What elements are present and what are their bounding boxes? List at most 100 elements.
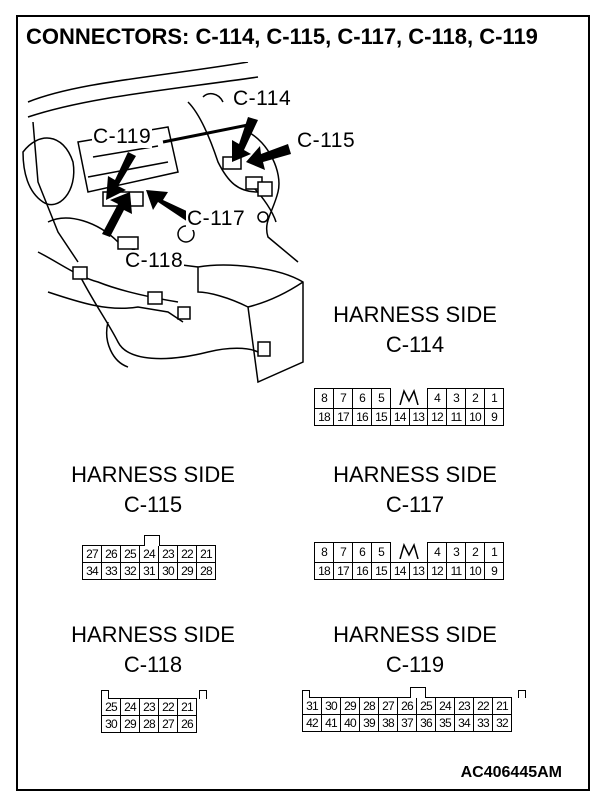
c119-top-row: 31 30 29 28 27 26 25 24 23 22 21 [302, 697, 512, 715]
c115-pin: 26 [101, 545, 121, 563]
c117-bottom-row: 18 17 16 15 14 13 12 11 10 9 [314, 561, 504, 580]
c114-pin: 4 [427, 388, 447, 409]
c117-pin: 12 [427, 561, 447, 580]
c119-pin: 30 [321, 697, 341, 715]
c117-pin: 6 [352, 542, 372, 563]
c118-pin: 28 [139, 715, 159, 733]
c114-top-row: 8 7 6 5 4 3 2 1 [314, 388, 504, 409]
c117-pin: 5 [371, 542, 391, 563]
c114-pin: 18 [314, 407, 334, 426]
c115-pin: 29 [177, 562, 197, 580]
c117-pin: 15 [371, 561, 391, 580]
c118-lock-tab [101, 690, 109, 699]
callout-c115: C-115 [296, 129, 357, 152]
c119-pin: 39 [359, 714, 379, 732]
c118-lock-tab-right [199, 690, 207, 699]
c117-top-row: 8 7 6 5 4 3 2 1 [314, 542, 504, 563]
callout-c119: C-119 [92, 125, 153, 148]
c119-lock-tab [410, 687, 426, 698]
diagram-frame [16, 15, 590, 791]
c119-pin: 24 [435, 697, 455, 715]
c115-pin: 22 [177, 545, 197, 563]
c119-pin: 27 [378, 697, 398, 715]
callout-c114: C-114 [232, 87, 293, 110]
c114-pin: 5 [371, 388, 391, 409]
c115-heading: HARNESS SIDE [71, 462, 235, 487]
c119-bottom-row: 42 41 40 39 38 37 36 35 34 33 32 [302, 714, 512, 732]
c118-pin: 26 [177, 715, 197, 733]
c114-pin: 10 [465, 407, 485, 426]
c115-pin: 32 [120, 562, 140, 580]
c119-connector-face: 31 30 29 28 27 26 25 24 23 22 21 42 41 4… [302, 687, 526, 732]
c115-connector-face: 27 26 25 24 23 22 21 34 33 32 31 30 29 2… [82, 535, 216, 580]
c119-pin: 21 [492, 697, 512, 715]
c117-pin: 3 [446, 542, 466, 563]
c115-pin: 23 [158, 545, 178, 563]
c115-name: C-115 [123, 492, 183, 517]
c117-pin: 8 [314, 542, 334, 563]
c114-pin: 15 [371, 407, 391, 426]
c117-connector-face: 8 7 6 5 4 3 2 1 18 17 16 15 14 13 12 11 … [314, 542, 504, 580]
c115-pin: 28 [196, 562, 216, 580]
c117-pin: 9 [484, 561, 504, 580]
c114-pin: 17 [333, 407, 353, 426]
c119-pin: 41 [321, 714, 341, 732]
c119-pin: 37 [397, 714, 417, 732]
c114-bottom-row: 18 17 16 15 14 13 12 11 10 9 [314, 407, 504, 426]
c119-pin: 31 [302, 697, 322, 715]
c114-pin: 12 [427, 407, 447, 426]
c114-name: C-114 [385, 332, 445, 357]
c119-pin: 34 [454, 714, 474, 732]
c115-pin: 25 [120, 545, 140, 563]
c118-name: C-118 [123, 652, 183, 677]
c114-pin: 7 [333, 388, 353, 409]
c115-bottom-row: 34 33 32 31 30 29 28 [82, 562, 216, 580]
callout-c118: C-118 [124, 249, 185, 272]
c117-pin: 17 [333, 561, 353, 580]
c119-heading: HARNESS SIDE [333, 622, 497, 647]
c117-pin: 13 [408, 561, 428, 580]
c115-pin: 21 [196, 545, 216, 563]
c114-pin: 16 [352, 407, 372, 426]
c118-pin: 29 [120, 715, 140, 733]
c114-key-notch [391, 388, 428, 409]
c118-pin: 23 [139, 698, 159, 716]
c115-lock-tab [144, 535, 160, 546]
c117-pin: 11 [446, 561, 466, 580]
c119-end-tab-left [302, 690, 310, 698]
c114-pin: 6 [352, 388, 372, 409]
dashboard-harness-illustration [22, 62, 304, 384]
c117-heading: HARNESS SIDE [333, 462, 497, 487]
callout-c117: C-117 [186, 207, 247, 230]
c114-pin: 3 [446, 388, 466, 409]
c119-end-tab-right [518, 690, 526, 698]
c114-pin: 1 [484, 388, 504, 409]
figure-code: AC406445AM [460, 764, 562, 781]
c117-pin: 14 [390, 561, 410, 580]
c119-pin: 26 [397, 697, 417, 715]
c119-pin: 33 [473, 714, 493, 732]
c115-pin: 30 [158, 562, 178, 580]
c119-pin: 28 [359, 697, 379, 715]
c115-pin: 34 [82, 562, 102, 580]
c118-pin: 21 [177, 698, 197, 716]
c114-pin: 14 [390, 407, 410, 426]
c118-heading: HARNESS SIDE [71, 622, 235, 647]
c114-heading: HARNESS SIDE [333, 302, 497, 327]
c119-pin: 25 [416, 697, 436, 715]
c118-pin: 22 [158, 698, 178, 716]
c117-pin: 18 [314, 561, 334, 580]
c115-pin: 24 [139, 545, 159, 563]
c117-pin: 16 [352, 561, 372, 580]
c115-pin: 31 [139, 562, 159, 580]
c119-pin: 38 [378, 714, 398, 732]
c118-pin: 24 [120, 698, 140, 716]
c119-name: C-119 [385, 652, 445, 677]
c115-pin: 33 [101, 562, 121, 580]
c119-pin: 40 [340, 714, 360, 732]
c118-pin: 30 [101, 715, 121, 733]
c114-pin: 13 [408, 407, 428, 426]
c117-name: C-117 [385, 492, 445, 517]
c118-connector-face: 25 24 23 22 21 30 29 28 27 26 [101, 690, 207, 733]
c114-pin: 9 [484, 407, 504, 426]
